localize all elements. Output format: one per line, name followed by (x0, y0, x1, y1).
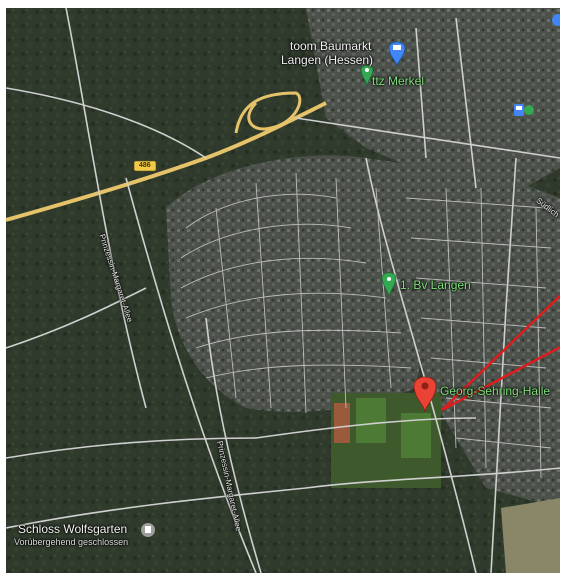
highway-ramp (234, 91, 302, 134)
road-shield-bg (133, 160, 157, 172)
residential-streets (180, 172, 552, 479)
pin-blue-edge[interactable] (552, 14, 560, 26)
label-georg-sehring-halle: Georg-Sehring-Halle (440, 384, 551, 398)
transit-icon[interactable] (514, 104, 534, 116)
label-schloss-line1: Schloss Wolfsgarten (18, 522, 128, 536)
label-toom-line2: Langen (Hessen) (281, 53, 374, 67)
label-schloss-line2: Vorübergehend geschlossen (14, 537, 129, 547)
annotation-line-2 (441, 345, 560, 412)
sports-track (334, 403, 350, 443)
pin-georg-sehring-halle[interactable] (413, 376, 437, 413)
road-shield-label: 486 (139, 162, 151, 169)
map-canvas[interactable] (6, 8, 560, 573)
pin-bv-langen[interactable] (381, 272, 397, 298)
label-toom-line1: toom Baumarkt (290, 39, 372, 53)
castle-icon[interactable] (141, 523, 155, 537)
label-bv-langen: 1. Bv Langen (400, 278, 471, 292)
pin-toom-baumarkt[interactable] (388, 41, 406, 67)
map-view[interactable]: toom Baumarkt Langen (Hessen) ttz Merkel… (6, 8, 560, 573)
annotation-line-1 (441, 294, 560, 411)
sports-pitch-1 (356, 398, 386, 443)
open-field (501, 498, 560, 573)
label-ttz-merkel: ttz Merkel (372, 74, 425, 88)
road-network (6, 8, 560, 573)
town-area-north (306, 8, 560, 198)
pin-ttz-merkel[interactable] (360, 65, 374, 87)
